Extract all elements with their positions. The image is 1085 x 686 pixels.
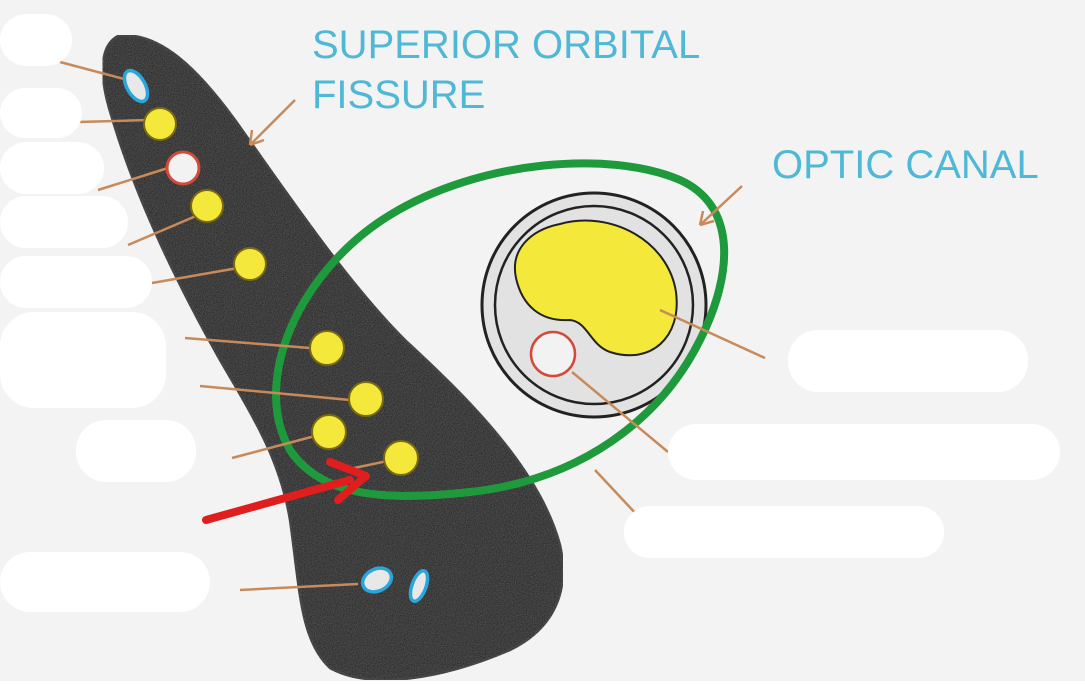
answer-mask bbox=[0, 88, 82, 138]
answer-mask bbox=[624, 506, 944, 558]
optic-canal-label: OPTIC CANAL bbox=[772, 143, 1039, 187]
nerve-circle bbox=[144, 108, 176, 140]
answer-mask bbox=[0, 196, 128, 248]
superior-orbital-fissure-label-line1: SUPERIOR ORBITAL bbox=[312, 23, 700, 67]
answer-mask bbox=[0, 142, 104, 194]
nerve-circle bbox=[191, 190, 223, 222]
answer-mask bbox=[0, 552, 210, 612]
nerve-circle bbox=[349, 382, 383, 416]
ophthalmic-artery bbox=[531, 332, 575, 376]
answer-mask bbox=[0, 256, 152, 308]
superior-orbital-fissure-label-line2: FISSURE bbox=[312, 73, 485, 117]
nerve-circle bbox=[234, 248, 266, 280]
artery-circle bbox=[167, 152, 199, 184]
answer-mask bbox=[668, 424, 1060, 480]
answer-mask bbox=[0, 312, 166, 408]
nerve-circle bbox=[312, 415, 346, 449]
nerve-circle bbox=[384, 441, 418, 475]
nerve-circle bbox=[310, 331, 344, 365]
answer-mask bbox=[0, 14, 72, 66]
answer-mask bbox=[76, 420, 196, 482]
answer-mask bbox=[788, 330, 1028, 392]
